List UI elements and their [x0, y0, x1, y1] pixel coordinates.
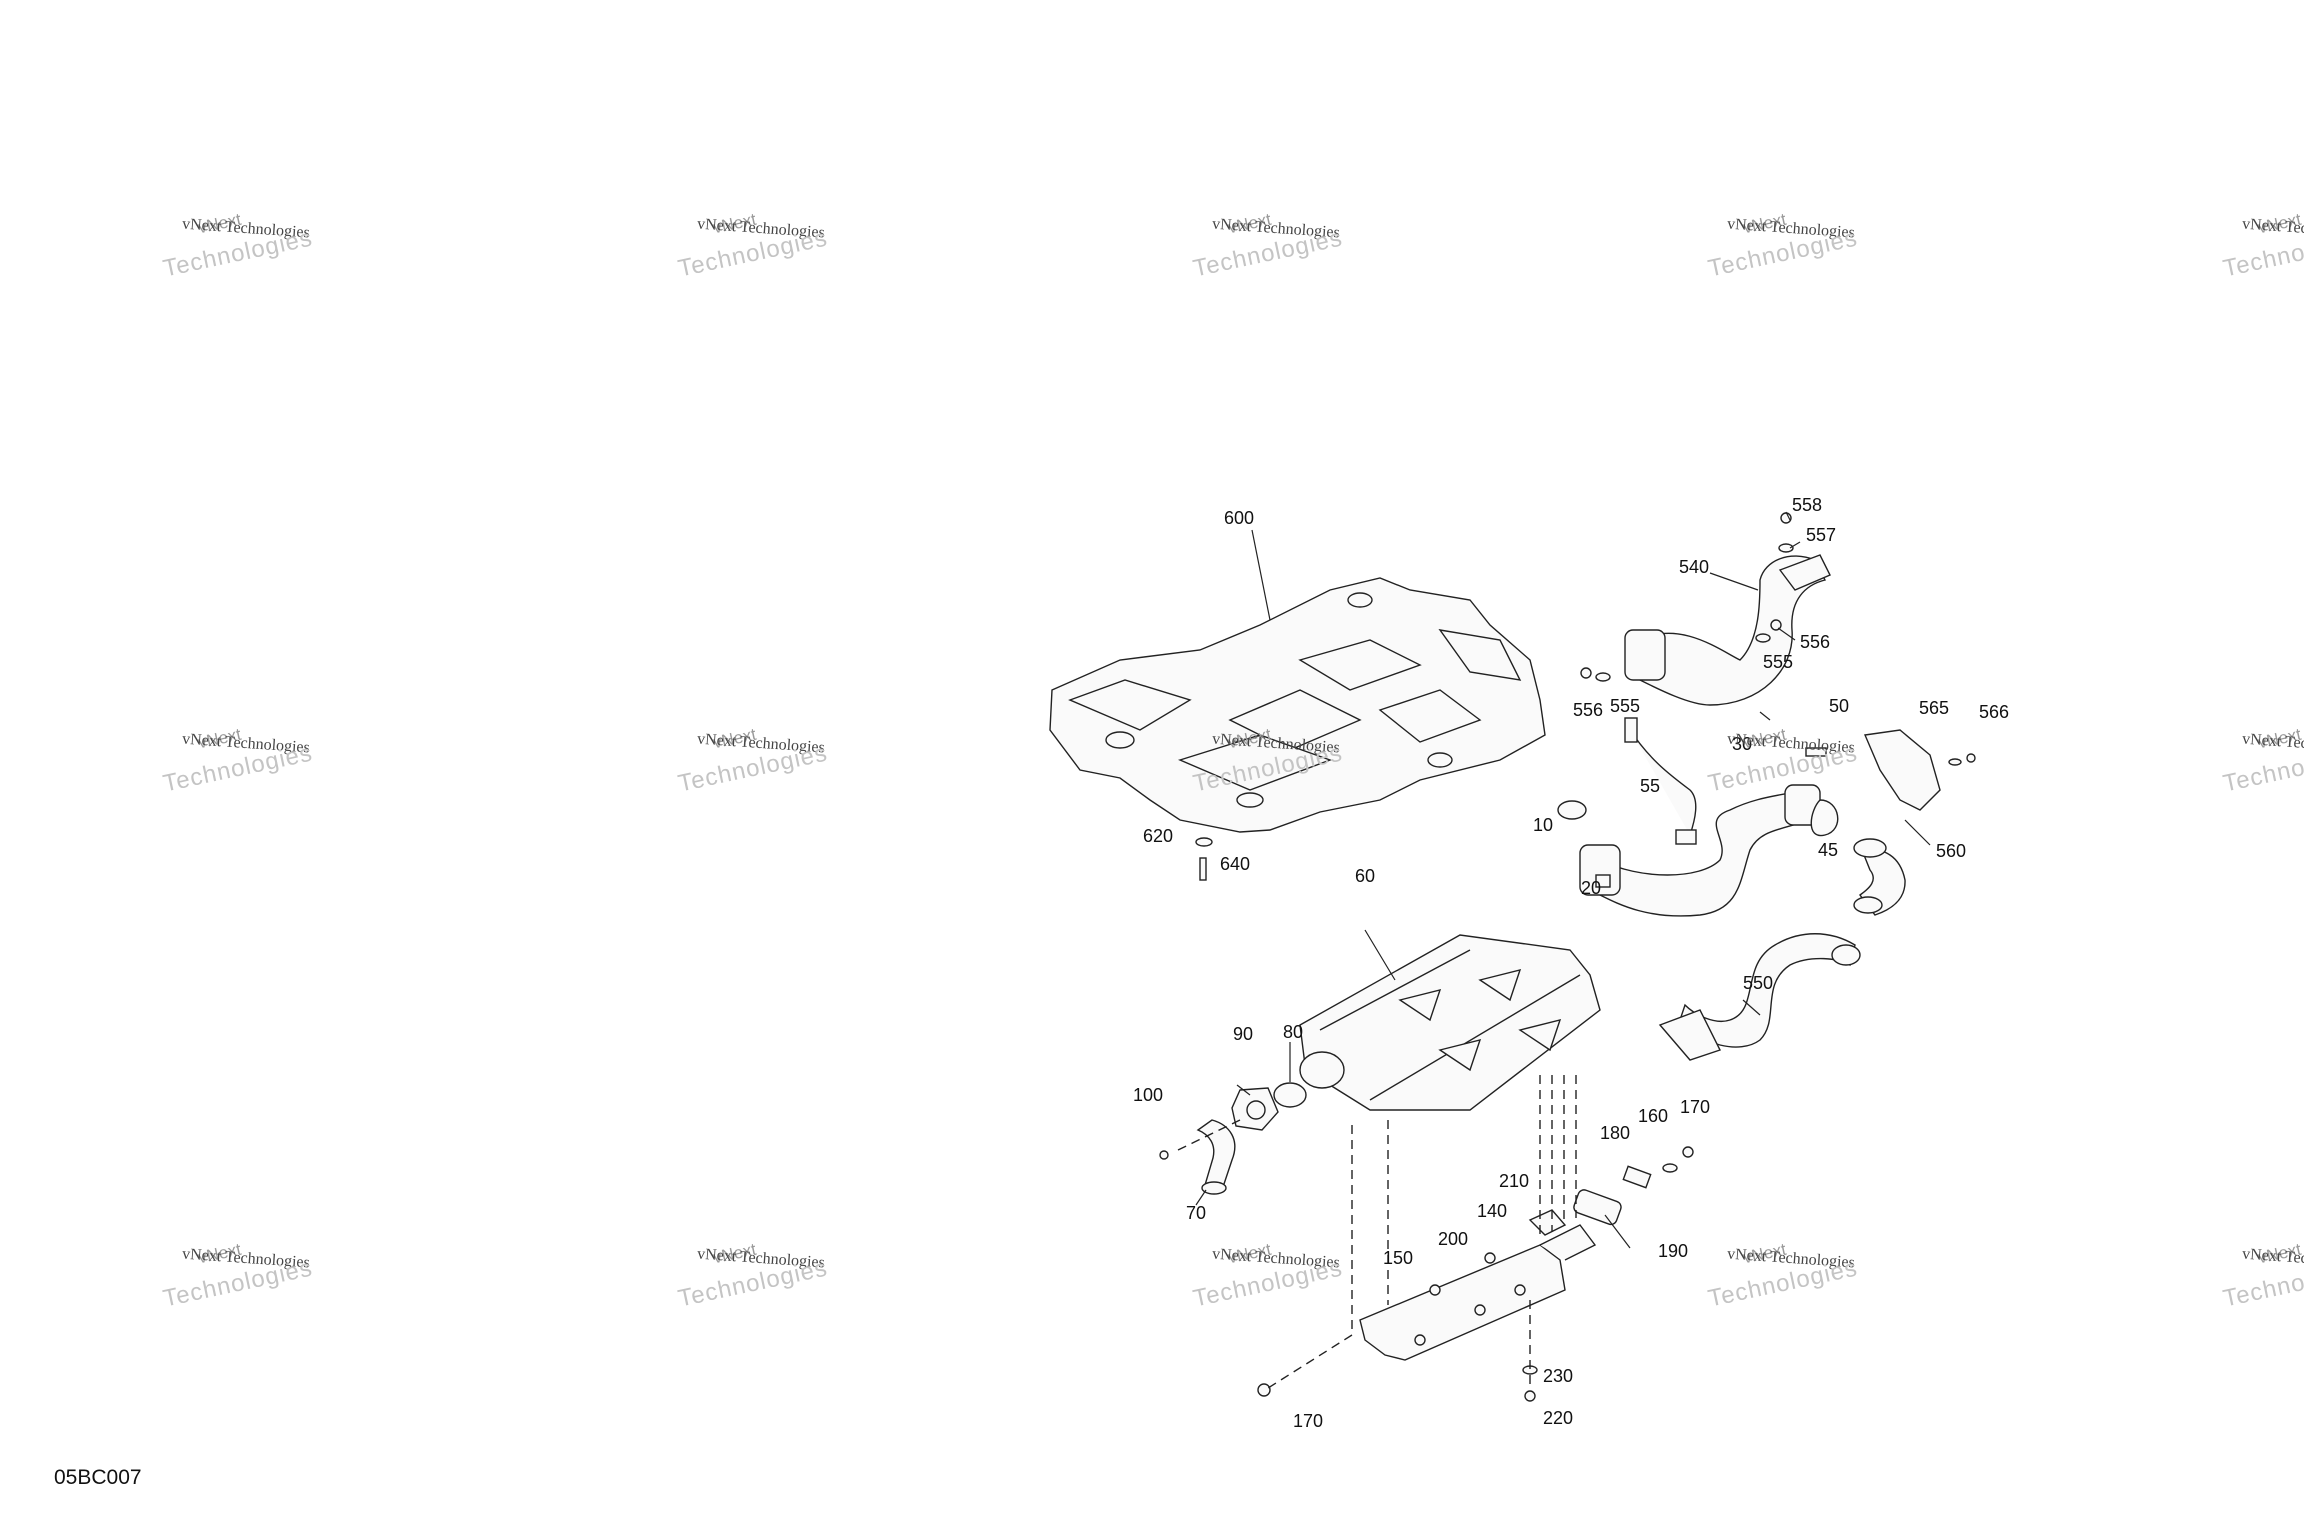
part-60-muffler: [1299, 934, 1601, 1111]
label-100: 100: [1133, 1085, 1163, 1105]
part-number-labels: 600 620 640 558 557 540 556 555 556 555 …: [1133, 495, 2009, 1431]
part-557-washer: [1778, 543, 1794, 553]
label-20: 20: [1581, 878, 1601, 898]
label-557: 557: [1806, 525, 1836, 545]
part-90-gasket-flange: [1231, 1087, 1279, 1131]
part-555-washer: [1755, 633, 1771, 643]
part-566-bolt: [1966, 753, 1976, 763]
label-160: 160: [1638, 1106, 1668, 1126]
part-170-nut: [1682, 1146, 1694, 1158]
part-555-washer-left: [1595, 672, 1611, 682]
part-10-gasket: [1557, 800, 1587, 820]
diagram-code: 05BC007: [54, 1466, 142, 1489]
label-565: 565: [1919, 698, 1949, 718]
label-90: 90: [1233, 1024, 1253, 1044]
part-190-isolator: [1573, 1189, 1622, 1226]
part-620-washer: [1195, 837, 1213, 847]
part-160-washer: [1662, 1163, 1678, 1173]
label-170-lower: 170: [1293, 1411, 1323, 1431]
label-600: 600: [1224, 508, 1254, 528]
label-560: 560: [1936, 841, 1966, 861]
part-560-heat-shield: [1863, 729, 1941, 811]
leader-lines: [1195, 511, 1931, 1249]
part-180-bracket-clip: [1622, 1165, 1652, 1189]
part-45-spring: [1810, 799, 1839, 837]
part-565-washer: [1948, 758, 1962, 766]
label-640: 640: [1220, 854, 1250, 874]
label-150: 150: [1383, 1248, 1413, 1268]
label-200: 200: [1438, 1229, 1468, 1249]
label-55: 55: [1640, 776, 1660, 796]
part-600-skid-plate: [1049, 577, 1546, 833]
label-230: 230: [1543, 1366, 1573, 1386]
part-70-inlet-pipe: [1196, 1119, 1236, 1195]
label-540: 540: [1679, 557, 1709, 577]
label-50: 50: [1829, 696, 1849, 716]
part-556-nut-left: [1580, 667, 1592, 679]
label-555-left: 555: [1610, 696, 1640, 716]
label-556-right: 556: [1800, 632, 1830, 652]
label-556-left: 556: [1573, 700, 1603, 720]
label-180: 180: [1600, 1123, 1630, 1143]
part-80-seal-ring: [1273, 1082, 1307, 1108]
part-100-bolt: [1159, 1150, 1169, 1160]
label-620: 620: [1143, 826, 1173, 846]
part-140-bolt: [1484, 1252, 1496, 1264]
label-70: 70: [1186, 1203, 1206, 1223]
label-45: 45: [1818, 840, 1838, 860]
part-20-clamp: [1595, 874, 1611, 888]
label-30: 30: [1732, 734, 1752, 754]
part-220-nut: [1524, 1390, 1536, 1402]
part-210-gasket: [1528, 1209, 1567, 1236]
label-10: 10: [1533, 815, 1553, 835]
label-80: 80: [1283, 1022, 1303, 1042]
part-30-exhaust-pipe: [1579, 784, 1821, 917]
part-outlet-elbow: [1853, 838, 1906, 916]
assembly-guide-lines: [1177, 1075, 1577, 1391]
label-140: 140: [1477, 1201, 1507, 1221]
part-200-mounting-bracket: [1359, 1224, 1597, 1361]
part-50-heat-shield-clip: [1805, 747, 1827, 757]
label-60: 60: [1355, 866, 1375, 886]
part-55-oxygen-sensor: [1624, 717, 1697, 845]
label-566: 566: [1979, 702, 2009, 722]
label-210: 210: [1499, 1171, 1529, 1191]
part-640-bolt: [1199, 857, 1207, 881]
part-150-bolt: [1429, 1284, 1441, 1296]
label-555-right: 555: [1763, 652, 1793, 672]
part-550-exhaust-pipe: [1658, 933, 1861, 1061]
part-556-nut: [1770, 619, 1782, 631]
part-540-exhaust-pipe: [1624, 554, 1831, 706]
label-220: 220: [1543, 1408, 1573, 1428]
part-170-nut-lower: [1257, 1383, 1271, 1397]
label-190: 190: [1658, 1241, 1688, 1261]
label-170-upper: 170: [1680, 1097, 1710, 1117]
label-558: 558: [1792, 495, 1822, 515]
label-550: 550: [1743, 973, 1773, 993]
